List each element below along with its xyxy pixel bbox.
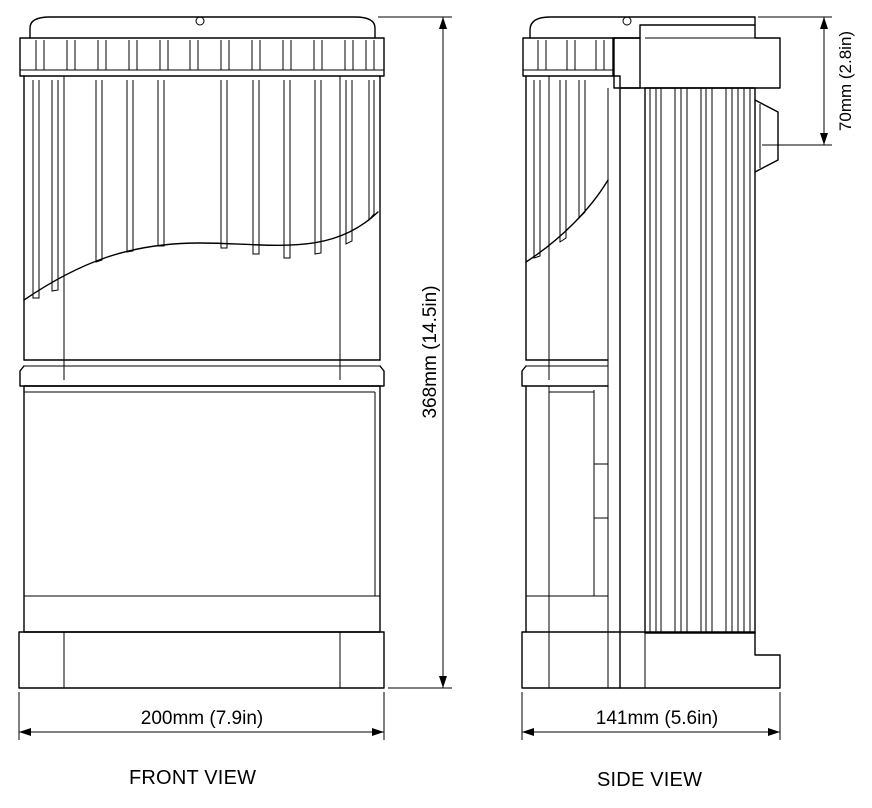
depth-dimension-label: 141mm (5.6in): [596, 708, 719, 729]
side-profile-ribs: [644, 87, 756, 634]
side-view: [521, 16, 781, 689]
side-lid-ribs: [537, 40, 605, 70]
front-lid-ribs: [35, 40, 375, 70]
height-dimension-label: 368mm (14.5in): [420, 285, 441, 418]
width-dimension-label: 200mm (7.9in): [141, 708, 264, 729]
depth-dimension: 141mm (5.6in): [521, 692, 781, 740]
handle-dimension: 70mm (2.8in): [758, 16, 855, 146]
side-view-caption: SIDE VIEW: [597, 769, 703, 791]
handle-dimension-label: 70mm (2.8in): [836, 31, 855, 131]
front-view-caption: FRONT VIEW: [129, 767, 257, 789]
front-view: [18, 16, 385, 689]
width-dimension: 200mm (7.9in): [18, 692, 385, 740]
side-rear-ribs: [533, 80, 586, 259]
height-dimension: 368mm (14.5in): [378, 16, 452, 689]
front-body-ribs: [32, 80, 375, 299]
